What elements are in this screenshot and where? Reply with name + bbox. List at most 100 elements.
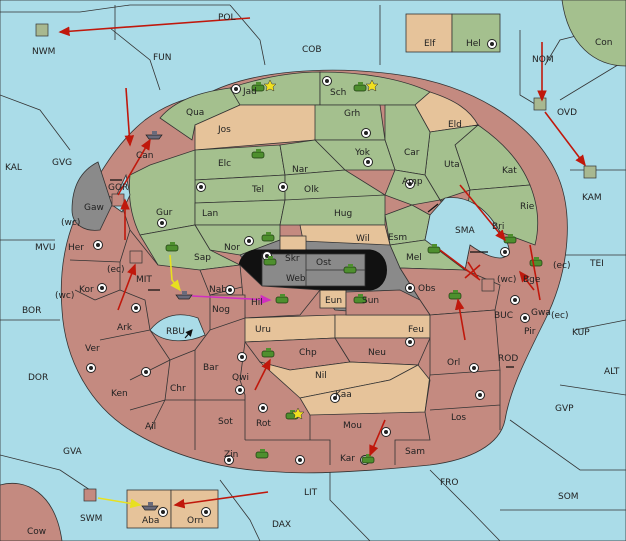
- units[interactable]: [35, 23, 597, 511]
- army-unit-sch: [353, 82, 367, 92]
- province-sun[interactable]: [345, 289, 431, 316]
- label-zin: Zin: [224, 450, 238, 460]
- fleet-unit-kam: [583, 165, 597, 179]
- label-los: Los: [451, 413, 466, 423]
- label-kup: KUP: [572, 328, 590, 338]
- army-unit-sap: [165, 242, 179, 252]
- label-nog: Nog: [212, 305, 230, 315]
- label-ark: Ark: [117, 323, 133, 333]
- label-nil: Nil: [315, 371, 327, 381]
- army-unit-kar: [361, 454, 375, 464]
- label-esm: Esm: [388, 233, 407, 243]
- army-unit-zin: [255, 449, 269, 459]
- label-bar: Bar: [203, 363, 219, 373]
- label-feu: Feu: [408, 325, 424, 335]
- label-wc-buc: (wc): [497, 275, 516, 285]
- army-unit-jad: [251, 82, 265, 92]
- label-mou: Mou: [343, 421, 362, 431]
- label-wil: Wil: [356, 234, 370, 244]
- army-unit-chp: [261, 348, 275, 358]
- fleet-unit-swm: [83, 488, 97, 502]
- label-kar: Kar: [340, 454, 355, 464]
- supply-centers: [86, 39, 530, 517]
- label-alt: ALT: [604, 367, 620, 377]
- province-orl[interactable]: [429, 309, 501, 376]
- province-gur[interactable]: [128, 149, 196, 236]
- label-yok: Yok: [354, 148, 371, 158]
- label-gvp: GVP: [555, 404, 574, 414]
- province-elc[interactable]: [194, 144, 286, 181]
- province-tel[interactable]: [194, 174, 286, 204]
- army-unit-sun: [353, 294, 367, 304]
- label-ovd: OVD: [557, 108, 577, 118]
- label-chr: Chr: [170, 384, 186, 394]
- label-kat: Kat: [502, 166, 517, 176]
- label-lit: LIT: [304, 488, 318, 498]
- label-sch: Sch: [330, 88, 346, 98]
- capture-stars: [263, 79, 379, 420]
- label-web: Web: [286, 274, 306, 284]
- label-nar: Nar: [292, 165, 308, 175]
- label-chp: Chp: [299, 348, 317, 358]
- label-mel: Mel: [406, 253, 422, 263]
- label-ver: Ver: [85, 344, 100, 354]
- label-pir: Pir: [524, 327, 536, 337]
- label-cob: COB: [302, 45, 322, 55]
- label-tei: TEI: [589, 259, 604, 269]
- army-unit-web: [263, 256, 277, 266]
- label-gaw: Gaw: [84, 203, 104, 213]
- label-neu: Neu: [368, 348, 386, 358]
- label-hug: Hug: [334, 209, 352, 219]
- label-dor: DOR: [28, 373, 48, 383]
- label-rot: Rot: [256, 419, 271, 429]
- label-grh: Grh: [344, 109, 360, 119]
- label-olk: Olk: [304, 185, 320, 195]
- label-rod: ROD: [498, 354, 518, 364]
- label-nor: Nor: [224, 243, 240, 253]
- label-pol: POL: [218, 13, 236, 23]
- label-can: Can: [136, 151, 154, 161]
- label-rie: Rie: [520, 202, 535, 212]
- fleet-unit-nab: [175, 291, 193, 300]
- sea-boundaries: [0, 4, 626, 541]
- army-unit-ost: [343, 264, 357, 274]
- label-gva: GVA: [63, 447, 83, 457]
- label-uru: Uru: [255, 325, 271, 335]
- label-kor: Kor: [79, 285, 94, 295]
- fleet-unit-mit: [129, 250, 143, 264]
- fleet-unit-gor: [111, 193, 125, 207]
- label-ost: Ost: [316, 258, 332, 268]
- label-eun: Eun: [325, 296, 342, 306]
- label-sam: Sam: [405, 447, 425, 457]
- label-con: Con: [595, 38, 613, 48]
- army-unit-elc: [251, 149, 265, 159]
- label-ken: Ken: [111, 389, 128, 399]
- label-hel: Hel: [466, 39, 481, 49]
- label-car: Car: [404, 148, 420, 158]
- fleet-unit-can: [145, 131, 163, 140]
- label-cow: Cow: [27, 527, 46, 537]
- label-wc-kor: (wc): [55, 291, 74, 301]
- label-sot: Sot: [218, 417, 233, 427]
- fleet-unit-nwm: [35, 23, 49, 37]
- label-kal: KAL: [5, 163, 22, 173]
- fleet-unit-ovd: [533, 97, 547, 111]
- label-aba: Aba: [142, 516, 159, 526]
- label-elc: Elc: [218, 159, 231, 169]
- province-elf[interactable]: [405, 13, 453, 53]
- label-eld: Eld: [448, 120, 462, 130]
- army-unit-nor: [261, 232, 275, 242]
- label-jos: Jos: [217, 125, 231, 135]
- province-hug[interactable]: [279, 194, 386, 226]
- label-som: SOM: [558, 492, 579, 502]
- label-bri: Bri: [492, 222, 504, 232]
- label-qwi: Qwi: [232, 373, 249, 383]
- label-jad: Jad: [242, 87, 257, 97]
- label-sma: SMA: [455, 226, 475, 236]
- label-lan: Lan: [202, 209, 218, 219]
- province-orn[interactable]: [170, 489, 219, 529]
- label-skr: Skr: [285, 254, 300, 264]
- label-uta: Uta: [444, 160, 460, 170]
- label-fun: FUN: [153, 53, 172, 63]
